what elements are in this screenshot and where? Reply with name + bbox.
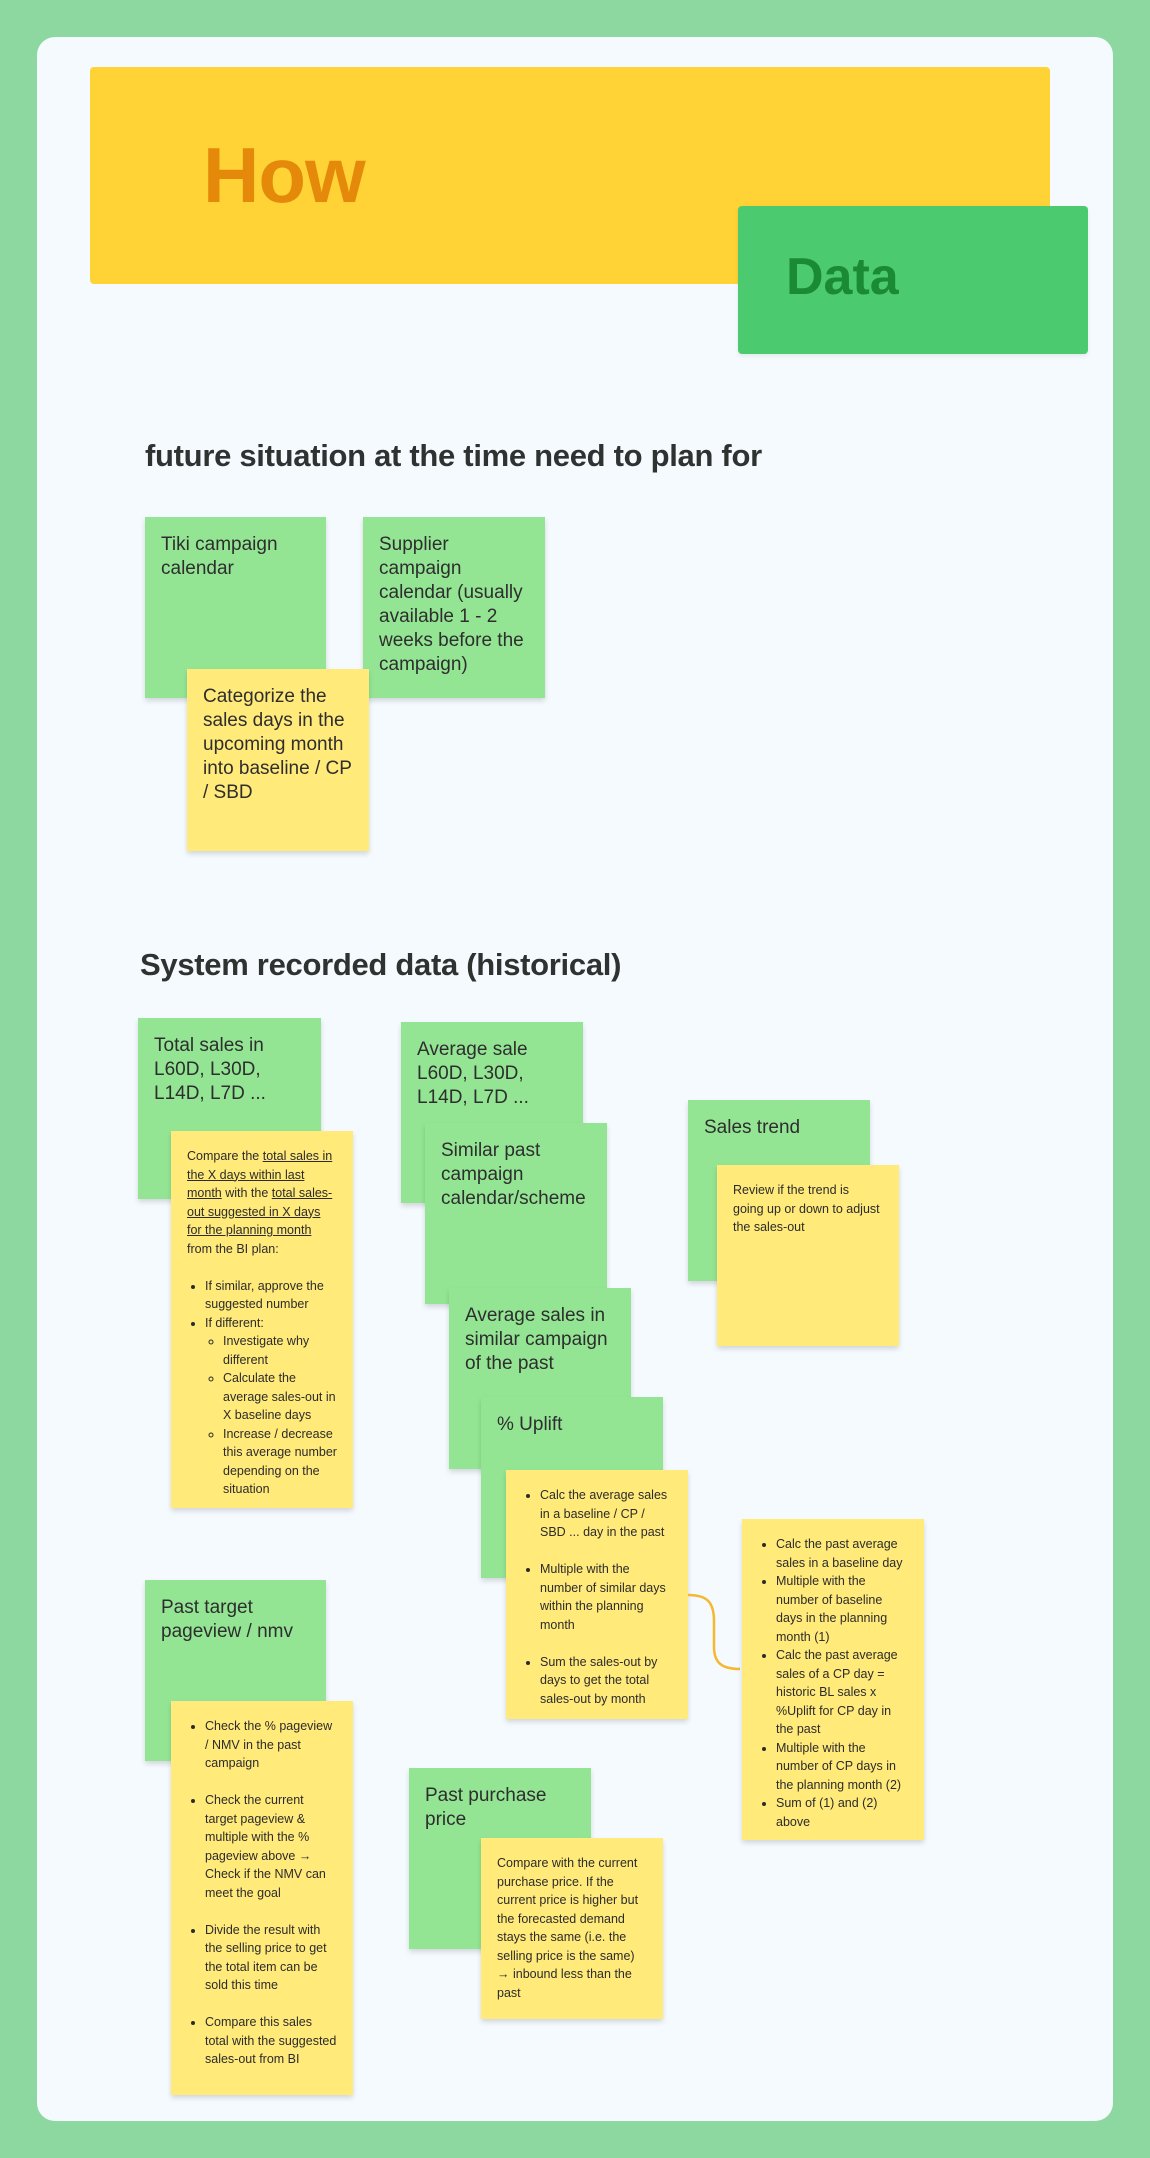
- section-heading-future: future situation at the time need to pla…: [145, 438, 762, 473]
- sticky-text: Categorize the sales days in the upcomin…: [203, 686, 352, 803]
- text-segment: from the BI plan:: [187, 1241, 279, 1256]
- list-item: Check the current target pageview & mult…: [205, 1791, 337, 1902]
- sticky-categorize-sales-days[interactable]: Categorize the sales days in the upcomin…: [187, 669, 369, 851]
- list-item: Sum the sales-out by days to get the tot…: [540, 1653, 672, 1709]
- sticky-text: Average sale L60D, L30D, L14D, L7D ...: [417, 1039, 529, 1108]
- list-item: Calc the past average sales of a CP day …: [776, 1646, 908, 1739]
- sticky-text: Total sales in L60D, L30D, L14D, L7D ...: [154, 1035, 266, 1104]
- list-item-text: If different:: [205, 1315, 264, 1330]
- how-title: How: [203, 131, 366, 219]
- bullet-list: If similar, approve the suggested number…: [187, 1277, 337, 1499]
- underlined-segment: total sales-out suggested in X days for …: [187, 1186, 333, 1237]
- sticky-pageview-checklist[interactable]: Check the % pageview / NMV in the past c…: [171, 1701, 353, 2095]
- sticky-purchase-price-compare[interactable]: Compare with the current purchase price.…: [481, 1838, 663, 2019]
- list-item: If similar, approve the suggested number: [205, 1277, 337, 1314]
- sticky-text: Tiki campaign calendar: [161, 534, 278, 579]
- sub-bullet-list: Investigate why different Calculate the …: [205, 1332, 337, 1499]
- list-item: Increase / decrease this average number …: [223, 1425, 337, 1499]
- list-item: Check the % pageview / NMV in the past c…: [205, 1717, 337, 1773]
- bullet-list: Calc the past average sales in a baselin…: [758, 1535, 908, 1831]
- text-segment: with the: [221, 1186, 272, 1200]
- sticky-calculation-detail[interactable]: Calc the past average sales in a baselin…: [742, 1519, 924, 1840]
- sticky-text: Average sales in similar campaign of the…: [465, 1305, 608, 1374]
- list-item: Calc the average sales in a baseline / C…: [540, 1486, 672, 1542]
- underlined-segment: total sales in the X days within last mo…: [187, 1149, 333, 1200]
- bullet-list: Calc the average sales in a baseline / C…: [522, 1486, 672, 1708]
- list-item: Divide the result with the selling price…: [205, 1921, 337, 1995]
- list-item: Multiple with the number of similar days…: [540, 1560, 672, 1634]
- sticky-supplier-campaign-calendar[interactable]: Supplier campaign calendar (usually avai…: [363, 517, 545, 698]
- sticky-paragraph: Compare the total sales in the X days wi…: [187, 1147, 337, 1258]
- section-heading-historical: System recorded data (historical): [140, 947, 622, 982]
- sticky-text: Similar past campaign calendar/scheme: [441, 1140, 586, 1209]
- list-item: Multiple with the number of CP days in t…: [776, 1739, 908, 1795]
- sticky-calculation-steps[interactable]: Calc the average sales in a baseline / C…: [506, 1470, 688, 1719]
- list-item: Calc the past average sales in a baselin…: [776, 1535, 908, 1572]
- sticky-text: Supplier campaign calendar (usually avai…: [379, 534, 524, 675]
- text-segment: Compare the: [187, 1149, 263, 1163]
- sticky-text: Review if the trend is going up or down …: [733, 1183, 880, 1234]
- list-item: Sum of (1) and (2) above: [776, 1794, 908, 1831]
- sticky-total-sales-guidance[interactable]: Compare the total sales in the X days wi…: [171, 1131, 353, 1508]
- list-item: Investigate why different: [223, 1332, 337, 1369]
- bullet-list: Check the % pageview / NMV in the past c…: [187, 1717, 337, 2069]
- sticky-text: Past purchase price: [425, 1785, 547, 1830]
- sticky-similar-past-campaign[interactable]: Similar past campaign calendar/scheme: [425, 1123, 607, 1304]
- sticky-text: Sales trend: [704, 1117, 801, 1138]
- sticky-text: Past target pageview / nmv: [161, 1597, 294, 1642]
- list-item: Compare this sales total with the sugges…: [205, 2013, 337, 2069]
- connector-line: [687, 1593, 741, 1671]
- data-banner[interactable]: [738, 206, 1088, 354]
- list-item: Multiple with the number of baseline day…: [776, 1572, 908, 1646]
- sticky-text: Compare with the current purchase price.…: [497, 1856, 639, 2000]
- data-title: Data: [786, 248, 899, 306]
- sticky-sales-trend-review[interactable]: Review if the trend is going up or down …: [717, 1165, 899, 1346]
- sticky-text: % Uplift: [497, 1414, 563, 1435]
- list-item: If different: Investigate why different …: [205, 1314, 337, 1499]
- sticky-tiki-campaign-calendar[interactable]: Tiki campaign calendar: [145, 517, 326, 698]
- list-item: Calculate the average sales-out in X bas…: [223, 1369, 337, 1425]
